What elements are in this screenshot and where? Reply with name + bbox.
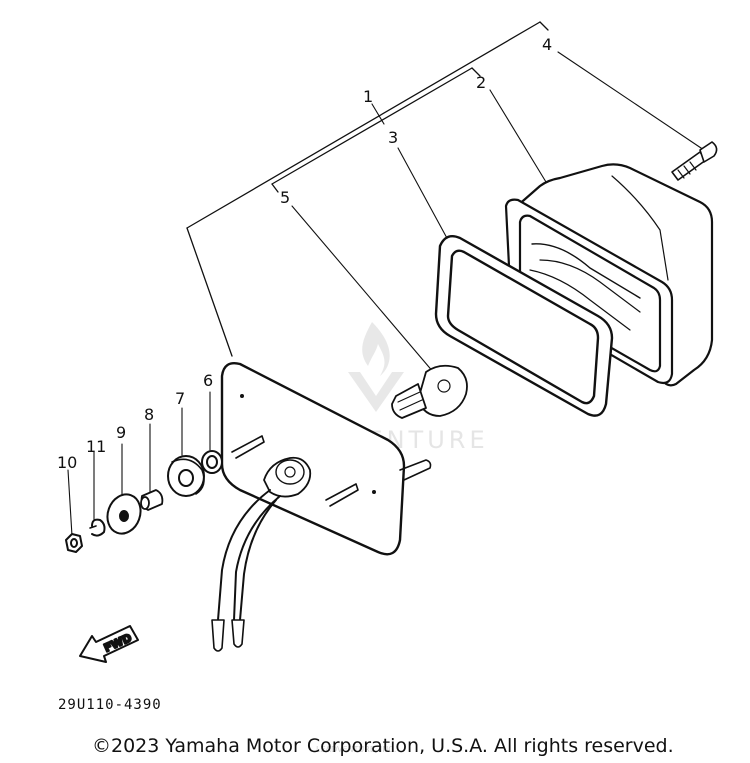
part-lock-washer [89, 518, 106, 537]
callout-11: 11 [86, 437, 106, 456]
part-wire-harness [211, 489, 281, 652]
callout-4: 4 [542, 35, 552, 54]
part-nut [65, 533, 83, 553]
part-plate-washer [106, 493, 142, 535]
callout-3: 3 [388, 128, 398, 147]
callout-7: 7 [175, 389, 185, 408]
part-lens [504, 163, 714, 387]
callout-2: 2 [476, 73, 486, 92]
copyright-notice: ©2023 Yamaha Motor Corporation, U.S.A. A… [92, 735, 674, 757]
callout-1: 1 [363, 87, 373, 106]
callout-9: 9 [116, 423, 126, 442]
callout-6: 6 [203, 371, 213, 390]
assembly-bracket [186, 21, 549, 357]
callouts: 1 2 3 4 5 6 7 8 9 10 11 [57, 35, 552, 472]
fwd-arrow-icon: FWD [79, 625, 139, 663]
part-grommet [167, 455, 205, 497]
leader-lines [67, 51, 705, 537]
part-bulb [391, 364, 468, 419]
callout-10: 10 [57, 453, 77, 472]
part-collar [140, 489, 164, 511]
drawing-code: 29U110-4390 [58, 697, 162, 713]
watermark-v-icon [348, 372, 404, 412]
callout-8: 8 [144, 405, 154, 424]
part-washer [201, 450, 223, 474]
watermark-subtext: LEADVENTURE, INC. [316, 745, 396, 754]
callout-5: 5 [280, 188, 290, 207]
part-base-plate [220, 362, 432, 556]
part-gasket [434, 235, 614, 417]
watermark-flame-icon [362, 322, 390, 376]
part-screw [671, 141, 718, 181]
